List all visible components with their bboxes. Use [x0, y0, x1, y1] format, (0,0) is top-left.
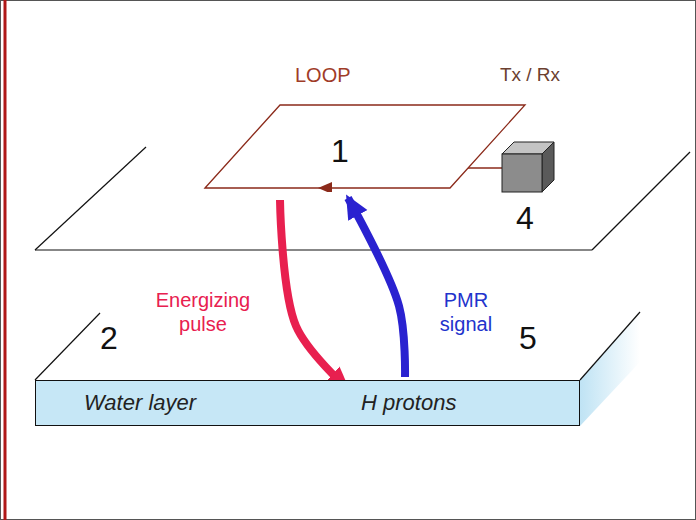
arrow-label: PMR signal — [420, 284, 512, 340]
callout-number: 4 — [516, 200, 534, 237]
callout-number: 1 — [331, 133, 349, 170]
frame-stripe — [4, 0, 7, 520]
energizing-arrow — [280, 200, 347, 388]
callout-number: 5 — [519, 320, 537, 357]
loop: LOOP — [200, 62, 530, 192]
transceiver-title: Tx / Rx — [500, 64, 560, 86]
water-slab — [35, 312, 640, 426]
loop-title: LOOP — [295, 64, 351, 87]
layer-name: Water layer — [84, 390, 196, 416]
ground-plane — [35, 147, 690, 250]
cable — [468, 167, 502, 168]
signal-arrow — [348, 198, 405, 377]
water-layer: Water layer H protons — [35, 380, 580, 426]
arrow-label: Energizing pulse — [137, 284, 269, 340]
particle-name: H protons — [361, 390, 456, 416]
loop-outline — [200, 62, 530, 192]
transceiver: Tx / Rx — [490, 62, 570, 197]
callout-number: 2 — [100, 320, 118, 357]
